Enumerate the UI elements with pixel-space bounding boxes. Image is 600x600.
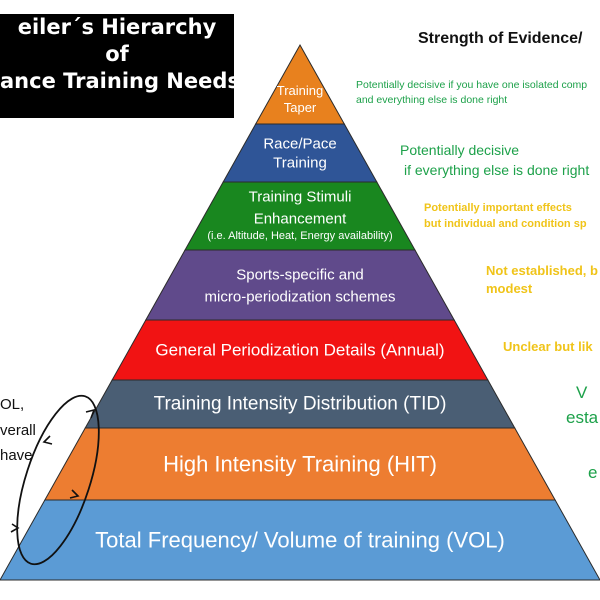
evidence-note-4: Not established, b modest <box>486 262 600 298</box>
pyramid-level-race-pace-band <box>222 123 378 183</box>
cycle-loop-arrow <box>10 394 100 566</box>
pyramid-level-race-pace-label-2: Training <box>273 155 327 172</box>
pyramid-level-training-intensity-distribution-tid-label-1: Training Intensity Distribution (TID) <box>154 394 447 415</box>
pyramid-level-sports-specific-and: Sports-specific and micro-periodization s… <box>144 249 456 321</box>
evidence-note-4-line-1: Not established, b <box>486 263 598 278</box>
evidence-note-6-line-1: V <box>576 383 588 402</box>
pyramid-level-general-periodization-details-annual-label-1: General Periodization Details (Annual) <box>155 341 444 360</box>
evidence-note-1-line-2: and everything else is done right <box>356 94 508 106</box>
pyramid-level-total-frequency-volume-of-training-vol-label-1: Total Frequency/ Volume of training (VOL… <box>95 528 505 553</box>
evidence-note-2-line-2: if everything else is done right <box>404 162 590 178</box>
evidence-note-3: Potentially important effects but individ… <box>424 200 600 232</box>
pyramid-level-sports-specific-and-label-1: Sports-specific and <box>236 267 364 284</box>
strength-of-evidence-heading: Strength of Evidence/ <box>418 30 583 47</box>
pyramid-level-training-intensity-distribution-tid: Training Intensity Distribution (TID) <box>84 379 516 429</box>
evidence-note-5-line-1: Unclear but lik <box>503 339 593 354</box>
pyramid-level-training-stimuli-label-2: Enhancement <box>254 211 347 228</box>
evidence-note-6-line-2: esta <box>566 408 599 427</box>
pyramid-level-total-frequency-volume-of-training-vol-band <box>0 499 600 581</box>
pyramid-level-sports-specific-and-label-2: micro-periodization schemes <box>205 289 396 306</box>
hierarchy-title-box: eiler´s Hierarchy of ance Training Needs <box>0 14 234 118</box>
evidence-note-3-line-2: but individual and condition sp <box>424 218 587 230</box>
pyramid-level-high-intensity-training-hit: High Intensity Training (HIT) <box>44 427 556 501</box>
left-annotation-line-1: OL, <box>0 396 25 413</box>
evidence-note-2: Potentially decisive if everything else i… <box>400 140 600 180</box>
evidence-note-7-line-1: e <box>588 463 598 482</box>
pyramid-level-race-pace-label-1: Race/Pace <box>263 136 336 153</box>
evidence-note-3-line-1: Potentially important effects <box>424 202 572 214</box>
evidence-note-1: Potentially decisive if you have one iso… <box>356 78 600 108</box>
evidence-note-7: e <box>588 462 600 484</box>
evidence-note-1-line-1: Potentially decisive if you have one iso… <box>356 79 588 91</box>
pyramid-level-general-periodization-details-annual: General Periodization Details (Annual) <box>111 319 489 381</box>
pyramid-level-training-label-1: Training <box>277 83 323 98</box>
left-annotation-line-3: have <box>0 447 33 464</box>
evidence-note-5: Unclear but lik <box>503 338 600 356</box>
pyramid-level-training-stimuli-label-3: (i.e. Altitude, Heat, Energy availabilit… <box>207 230 392 242</box>
evidence-note-2-line-1: Potentially decisive <box>400 142 520 158</box>
title-line-2: of <box>105 42 129 66</box>
left-annotation-line-2: verall <box>0 422 36 439</box>
pyramid-level-training-stimuli-label-1: Training Stimuli <box>249 189 352 206</box>
title-line-1: eiler´s Hierarchy <box>17 15 217 39</box>
pyramid-level-training-label-2: Taper <box>284 100 317 115</box>
pyramid-level-total-frequency-volume-of-training-vol: Total Frequency/ Volume of training (VOL… <box>0 499 600 581</box>
pyramid-level-high-intensity-training-hit-label-1: High Intensity Training (HIT) <box>163 452 437 477</box>
pyramid-level-sports-specific-and-band <box>144 249 456 321</box>
title-line-3: ance Training Needs <box>0 69 234 93</box>
evidence-note-4-line-2: modest <box>486 281 533 296</box>
